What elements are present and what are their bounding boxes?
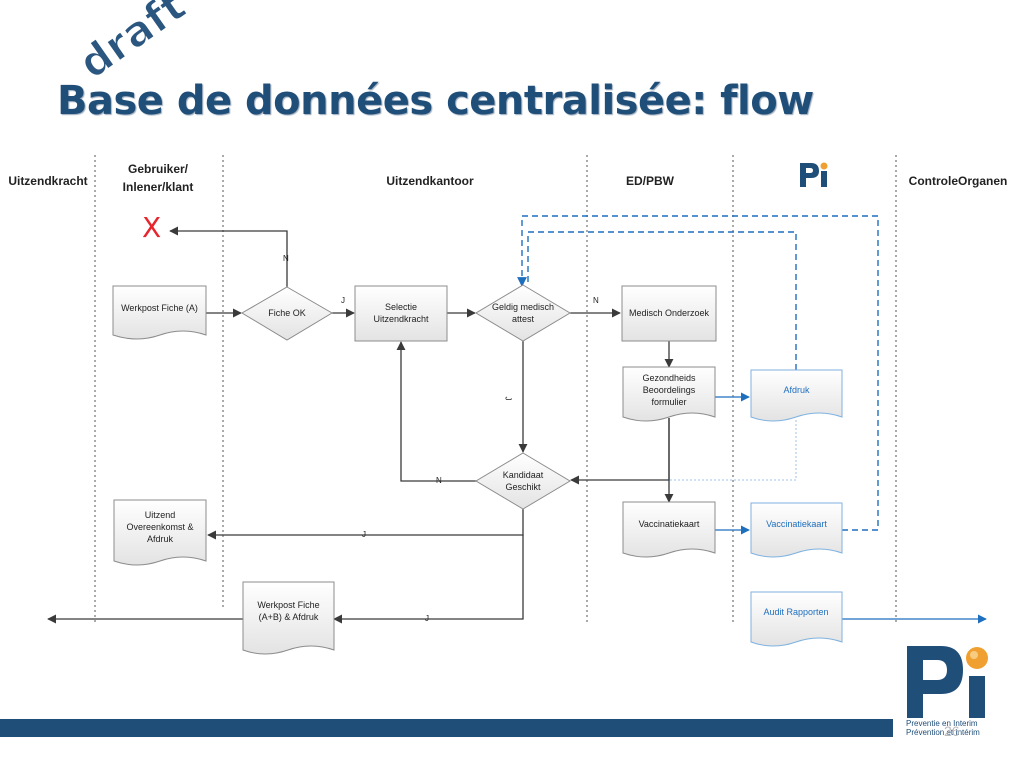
connectors bbox=[47, 226, 674, 624]
diamond-ficheok bbox=[241, 286, 333, 341]
arrow-kandidaat-selectie bbox=[396, 341, 477, 482]
diamond-kandidaat bbox=[475, 452, 571, 510]
lane-uitzendkracht: Uitzendkracht bbox=[8, 174, 88, 188]
footer-bar bbox=[0, 719, 893, 737]
doc-vaccinatie-pi bbox=[750, 502, 843, 558]
label-medisch: Medisch Onderzoek bbox=[628, 308, 710, 318]
edge-label-n-ficheok: N bbox=[283, 254, 289, 263]
pi-logo-icon bbox=[907, 646, 988, 718]
label-vaccinatie: Vaccinatiekaart bbox=[638, 519, 700, 529]
box-medisch bbox=[621, 285, 717, 342]
dashed-line-afdruk bbox=[527, 231, 797, 370]
edge-label-j-ficheok: J bbox=[341, 296, 345, 305]
label-werkpost-a: Werkpost Fiche (A) bbox=[121, 303, 198, 313]
edge-label-j-werkpost: J bbox=[425, 614, 429, 623]
label-ficheok: Fiche OK bbox=[268, 308, 306, 318]
label-selectie: Selectie Uitzendkracht bbox=[373, 302, 429, 324]
brand-line-2: Prévention et Intérim bbox=[906, 728, 980, 737]
reject-mark: X bbox=[142, 211, 162, 244]
doc-uitzend bbox=[113, 499, 207, 566]
doc-gezondheid bbox=[622, 366, 716, 422]
lane-gebruiker: Gebruiker/ Inlener/klant bbox=[122, 162, 194, 194]
doc-werkpost-a bbox=[112, 285, 207, 340]
label-werkpost-ab: Werkpost Fiche (A+B) & Afdruk bbox=[257, 600, 320, 622]
dashed-line-vaccinatie bbox=[517, 215, 879, 531]
edge-label-n-geldig: N bbox=[593, 296, 599, 305]
brand-line-1: Preventie en Interim bbox=[906, 719, 978, 728]
doc-afdruk bbox=[750, 369, 843, 422]
footer-bar-gap bbox=[893, 719, 1024, 737]
label-afdruk: Afdruk bbox=[783, 385, 810, 395]
lane-ed-pbw: ED/PBW bbox=[626, 174, 674, 188]
arrow-ficheok-reject bbox=[169, 226, 288, 287]
pi-logo-small-icon bbox=[797, 159, 831, 191]
doc-werkpost-ab bbox=[242, 581, 335, 655]
label-geldig: Geldig medisch attest bbox=[491, 302, 555, 324]
lane-controleorganen: ControleOrganen bbox=[908, 174, 1008, 188]
edge-label-n-kandidaat: N bbox=[436, 476, 442, 485]
label-vaccinatie-pi: Vaccinatiekaart bbox=[766, 519, 827, 529]
label-uitzend: Uitzend Overeenkomst & Afdruk bbox=[126, 510, 194, 544]
edge-label-j-uitzend: J bbox=[362, 530, 366, 539]
arrow-kandidaat-werkpost bbox=[333, 535, 524, 624]
diamond-geldig bbox=[475, 284, 571, 342]
dotted-line-afdruk bbox=[670, 420, 797, 481]
doc-vaccinatie bbox=[622, 501, 716, 558]
edge-label-j-geldig: J bbox=[503, 396, 513, 401]
blue-connectors bbox=[715, 392, 987, 624]
page-number: 26 bbox=[944, 723, 960, 739]
lane-uitzendkantoor: Uitzendkantoor bbox=[386, 174, 474, 188]
slide-title: Base de données centralisée: flow bbox=[57, 78, 814, 124]
label-kandidaat: Kandidaat Geschikt bbox=[502, 470, 544, 492]
dashed-feedback-lines bbox=[517, 215, 879, 531]
label-gezondheid: Gezondheids Beoordelings formulier bbox=[642, 373, 696, 407]
box-selectie bbox=[354, 285, 448, 342]
doc-audit bbox=[750, 591, 843, 647]
label-audit: Audit Rapporten bbox=[763, 607, 829, 617]
arrow-gezondheid-kandidaat bbox=[570, 418, 670, 485]
